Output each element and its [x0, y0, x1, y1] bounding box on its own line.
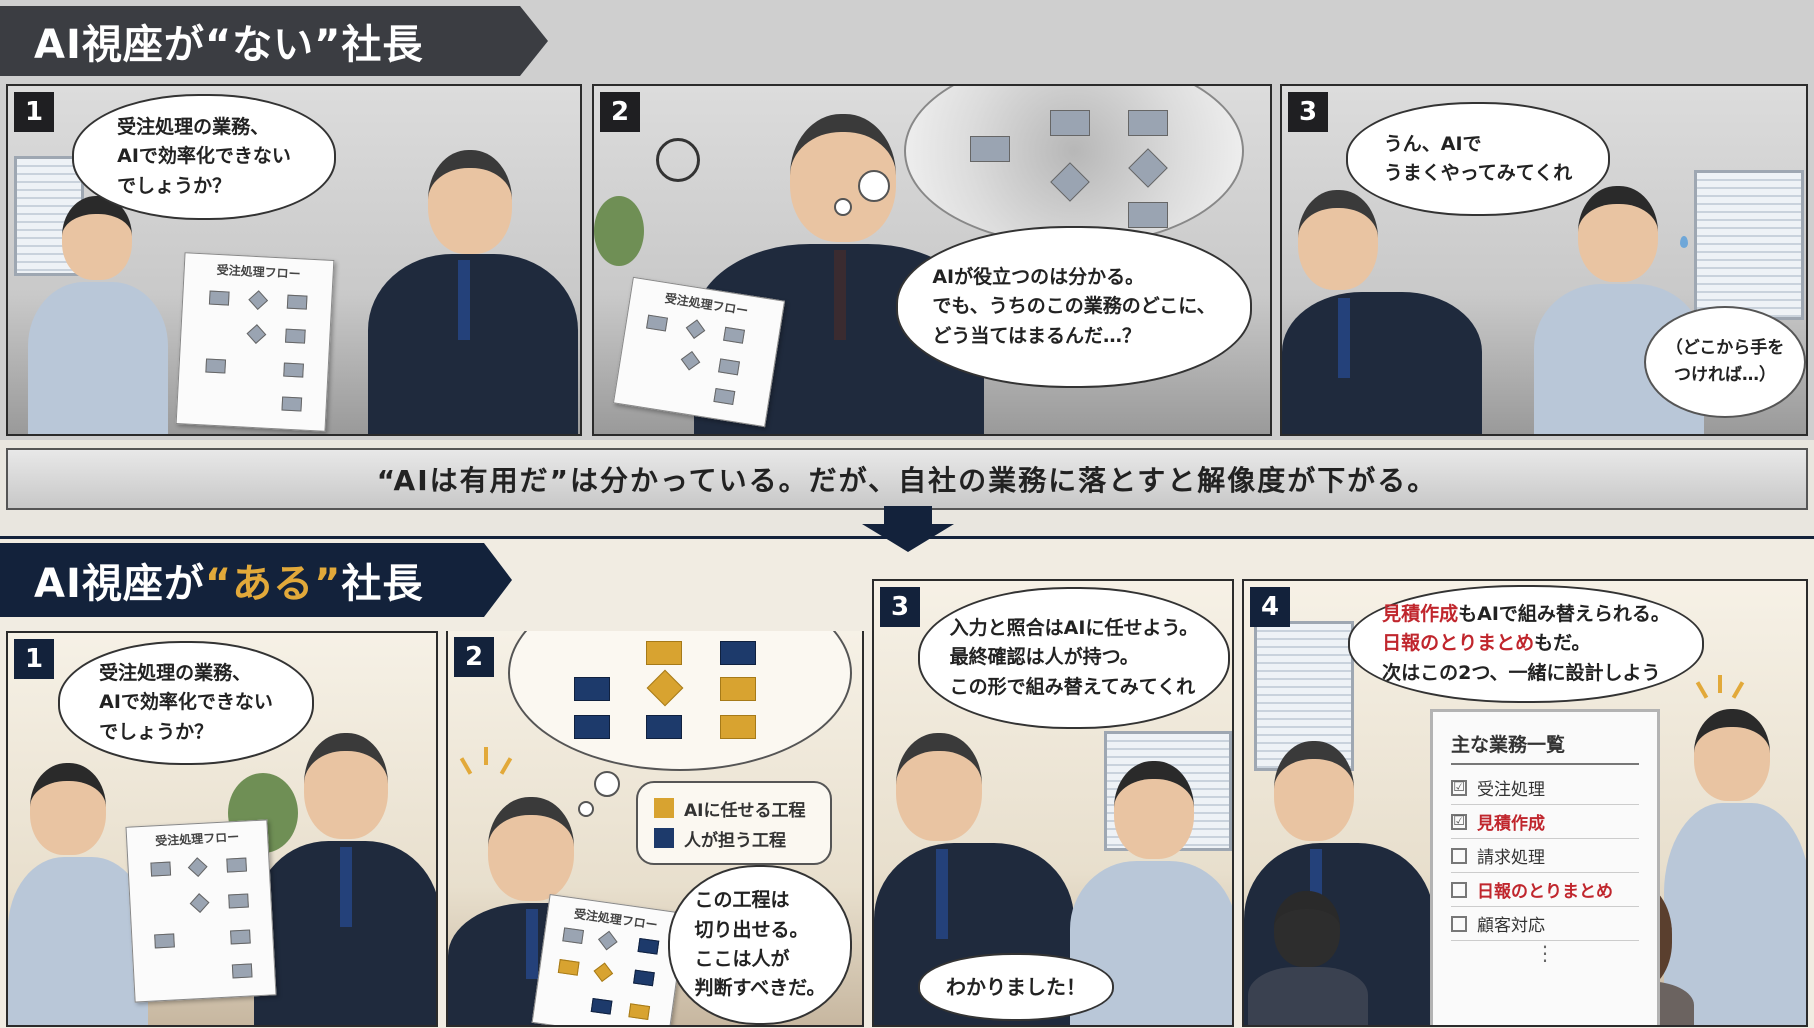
plant — [594, 196, 644, 266]
panel-number: 4 — [1250, 587, 1290, 627]
employee-figure — [1664, 709, 1806, 1025]
caption-bar: “AIは有用だ”は分かっている。だが、自社の業務に落とすと解像度が下がる。 — [6, 448, 1808, 510]
bottom-panel-2: 2 AIに任せる工程 人が担う工程 受注処理フロー — [446, 631, 864, 1027]
board-item: ☑受注処理 — [1451, 771, 1639, 805]
checkbox-icon — [1451, 881, 1467, 898]
speech-bubble: この工程は 切り出せる。 ここは人が 判断すべきだ。 — [668, 865, 852, 1025]
speech-bubble: 見積作成もAIで組み替えられる。 日報のとりまとめもだ。 次はこの2つ、一緒に設… — [1348, 585, 1704, 703]
panel-number: 2 — [454, 637, 494, 677]
panel-number: 2 — [600, 92, 640, 132]
top-title-prefix: AI視座が — [34, 22, 205, 68]
president-figure — [1282, 190, 1482, 434]
panel-number: 1 — [14, 639, 54, 679]
top-title-word: “ない” — [204, 22, 342, 68]
bottom-panel-4: 4 見積作成もAIで組み替えられる。 日報のとりまとめもだ。 次はこの2つ、一緒… — [1242, 579, 1808, 1027]
president-figure — [368, 150, 578, 434]
panel-number: 3 — [1288, 92, 1328, 132]
sweat-drop-icon — [1680, 236, 1688, 248]
flow-chart-paper: 受注処理フロー — [125, 819, 277, 1003]
window-blinds — [1694, 170, 1804, 320]
reply-bubble: わかりました！ — [918, 953, 1114, 1021]
checkbox-icon: ☑ — [1451, 813, 1467, 830]
bottom-section: AI視座が “ある” 社長 1 受注処理の業務、 AIで効率化できない でしょう… — [0, 536, 1814, 1028]
bottom-title-banner: AI視座が “ある” 社長 — [0, 543, 512, 617]
checkbox-icon — [1451, 915, 1467, 932]
flow-chart-paper: 受注処理フロー — [531, 894, 687, 1025]
panel-number: 1 — [14, 92, 54, 132]
top-title-banner: AI視座が “ない” 社長 — [0, 6, 548, 76]
board-item: ☑見積作成 — [1451, 805, 1639, 839]
bottom-panel-1: 1 受注処理の業務、 AIで効率化できない でしょうか？ 受注処理フロー — [6, 631, 438, 1027]
legend-human: 人が担う工程 — [684, 830, 786, 851]
thought-bubble: （どこから手を つければ…） — [1644, 306, 1806, 418]
confusion-squiggle-icon — [656, 138, 700, 182]
top-panel-2: 2 受注処理フロー AIが役立つのは分 — [592, 84, 1272, 436]
board-item: 日報のとりまとめ — [1451, 873, 1639, 907]
checkbox-icon: ☑ — [1451, 779, 1467, 796]
speech-bubble: 入力と照合はAIに任せよう。 最終確認は人が持つ。 この形で組み替えてみてくれ — [918, 587, 1230, 729]
bottom-title-word: “ある” — [204, 561, 342, 607]
employee-back-figure — [1248, 891, 1368, 1025]
top-section: AI視座が “ない” 社長 1 受注処理の業務、 AIで効率化できない でしょう… — [0, 0, 1814, 440]
bottom-panel-3: 3 入力と照合はAIに任せよう。 最終確認は人が持つ。 この形で組み替えてみてく… — [872, 579, 1234, 1027]
board-ellipsis: ⋮ — [1535, 941, 1555, 965]
employee-figure — [8, 763, 148, 1025]
president-figure — [254, 733, 436, 1025]
board-item: 顧客対応 — [1451, 907, 1639, 941]
speech-bubble: AIが役立つのは分かる。 でも、うちのこの業務のどこに、 どう当てはまるんだ…？ — [896, 226, 1252, 388]
bottom-title-suffix: 社長 — [341, 561, 424, 607]
top-title-suffix: 社長 — [341, 22, 424, 68]
task-whiteboard: 主な業務一覧 ☑受注処理 ☑見積作成 請求処理 日報のとりまとめ 顧客対応 ⋮ — [1430, 709, 1660, 1025]
panel-number: 3 — [880, 587, 920, 627]
top-panel-1: 1 受注処理の業務、 AIで効率化できない でしょうか？ 受注処理フロー — [6, 84, 582, 436]
flow-chart-paper: 受注処理フロー — [612, 276, 786, 428]
legend-ai: AIに任せる工程 — [684, 800, 806, 821]
speech-bubble: 受注処理の業務、 AIで効率化できない でしょうか？ — [72, 94, 336, 220]
speech-bubble: 受注処理の業務、 AIで効率化できない でしょうか？ — [58, 641, 314, 765]
bottom-title-prefix: AI視座が — [34, 561, 205, 607]
flow-chart-paper: 受注処理フロー — [175, 252, 335, 432]
top-panel-3: 3 うん、AIで うまくやってみてくれ （どこから手を つければ…） — [1280, 84, 1808, 436]
thought-cloud — [904, 86, 1244, 246]
thought-cloud — [508, 631, 852, 771]
employee-figure — [28, 196, 168, 434]
legend: AIに任せる工程 人が担う工程 — [636, 781, 832, 865]
board-item: 請求処理 — [1451, 839, 1639, 873]
board-title: 主な業務一覧 — [1451, 730, 1639, 765]
checkbox-icon — [1451, 847, 1467, 864]
speech-bubble: うん、AIで うまくやってみてくれ — [1346, 102, 1610, 216]
